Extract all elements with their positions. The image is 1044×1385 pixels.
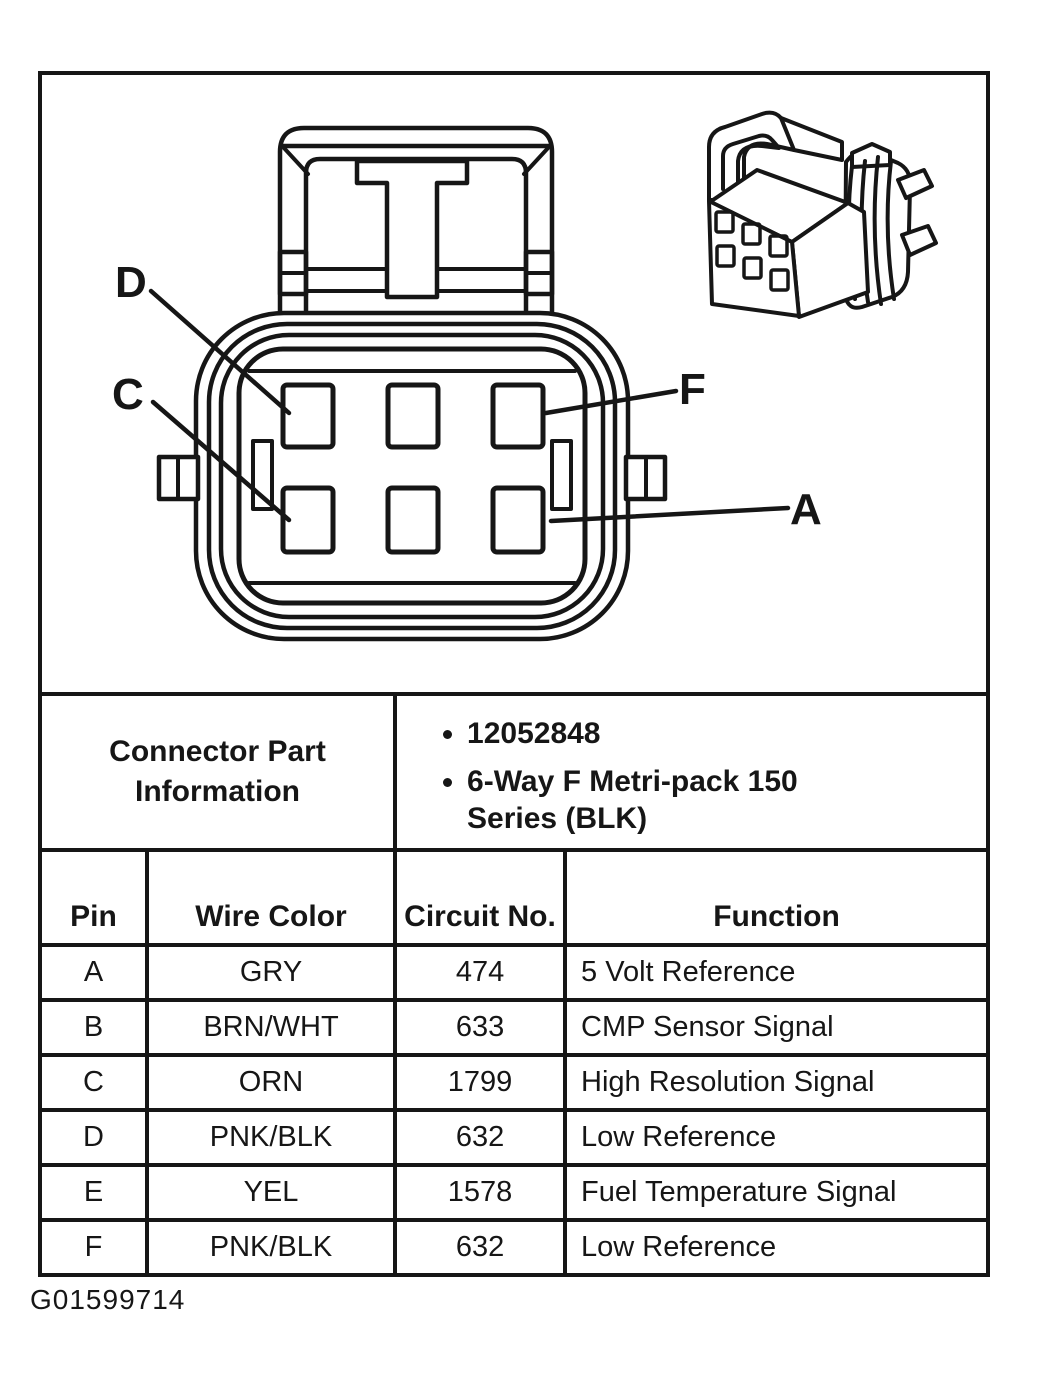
figure-id-label: G01599714 xyxy=(30,1284,186,1315)
function-cell: 5 Volt Reference xyxy=(563,943,990,1002)
function-cell: Fuel Temperature Signal xyxy=(563,1163,990,1222)
circuit-no-cell: 632 xyxy=(393,1218,568,1277)
circuit-no-cell: 474 xyxy=(393,943,568,1002)
wire-color-cell: BRN/WHT xyxy=(144,998,398,1057)
table-row: B BRN/WHT 633 CMP Sensor Signal xyxy=(38,998,990,1057)
wire-color-cell: YEL xyxy=(144,1163,398,1222)
pin-cell: E xyxy=(38,1163,149,1222)
circuit-no-cell: 633 xyxy=(393,998,568,1057)
function-cell: Low Reference xyxy=(563,1218,990,1277)
connector-diagram-panel xyxy=(38,71,990,696)
pin-cell: D xyxy=(38,1108,149,1167)
circuit-no-cell: 632 xyxy=(393,1108,568,1167)
table-row: E YEL 1578 Fuel Temperature Signal xyxy=(38,1163,990,1222)
table-row: A GRY 474 5 Volt Reference xyxy=(38,943,990,1002)
pin-cell: F xyxy=(38,1218,149,1277)
table-row: D PNK/BLK 632 Low Reference xyxy=(38,1108,990,1167)
part-info-details: 12052848 6-Way F Metri-pack 150 Series (… xyxy=(393,692,990,852)
connector-series-item: 6-Way F Metri-pack 150 Series (BLK) xyxy=(467,763,799,837)
header-function: Function xyxy=(563,848,990,947)
wire-color-cell: GRY xyxy=(144,943,398,1002)
wire-color-cell: ORN xyxy=(144,1053,398,1112)
part-info-title: Connector Part Information xyxy=(37,692,398,852)
pin-cell: C xyxy=(38,1053,149,1112)
table-row: C ORN 1799 High Resolution Signal xyxy=(38,1053,990,1112)
wire-color-cell: PNK/BLK xyxy=(144,1218,398,1277)
table-row: F PNK/BLK 632 Low Reference xyxy=(38,1218,990,1277)
part-info-row: Connector Part Information 12052848 6-Wa… xyxy=(37,692,990,852)
header-wire-color: Wire Color xyxy=(144,848,398,947)
function-cell: Low Reference xyxy=(563,1108,990,1167)
circuit-no-cell: 1578 xyxy=(393,1163,568,1222)
pin-cell: B xyxy=(38,998,149,1057)
connector-pinout-table: Connector Part Information 12052848 6-Wa… xyxy=(37,692,990,1277)
header-pin: Pin xyxy=(38,848,149,947)
part-number-item: 12052848 xyxy=(467,715,799,752)
circuit-no-cell: 1799 xyxy=(393,1053,568,1112)
function-cell: High Resolution Signal xyxy=(563,1053,990,1112)
pin-cell: A xyxy=(38,943,149,1002)
part-info-bullet-list: 12052848 6-Way F Metri-pack 150 Series (… xyxy=(441,715,980,837)
header-circuit-no: Circuit No. xyxy=(393,848,568,947)
wire-color-cell: PNK/BLK xyxy=(144,1108,398,1167)
header-row: Pin Wire Color Circuit No. Function xyxy=(38,848,990,947)
function-cell: CMP Sensor Signal xyxy=(563,998,990,1057)
